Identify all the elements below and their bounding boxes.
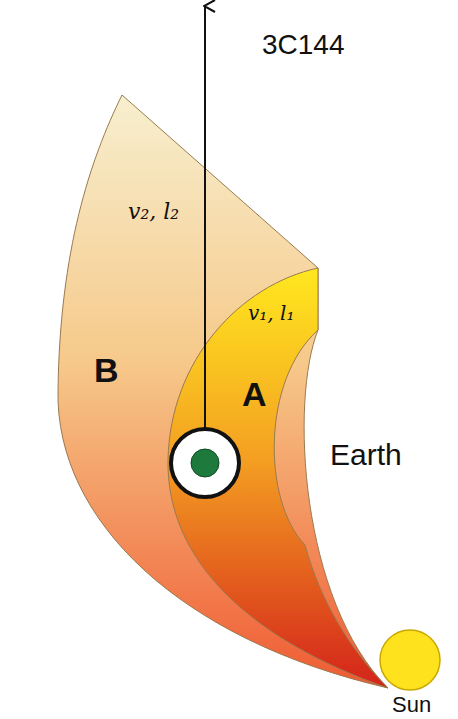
region-b: v₂, l₂ B [55, 90, 390, 690]
region-a [168, 268, 388, 688]
source-name: 3C144 [262, 30, 345, 61]
region-label: v₂, l₂ [128, 200, 179, 224]
region-letter: A [242, 376, 267, 413]
region-label: v₁, l₁ [248, 302, 294, 324]
line-of-sight-arrow [204, 6, 206, 463]
sun-disc [380, 630, 440, 690]
sun-label: Sun [392, 693, 431, 717]
region-b [58, 95, 388, 688]
sun: Sun [372, 628, 452, 718]
region-a: v₁, l₁ A [165, 265, 390, 690]
source-dot [191, 449, 219, 477]
source-ring [171, 429, 239, 497]
region-letter: B [94, 352, 119, 389]
earth-label: Earth [330, 438, 402, 471]
